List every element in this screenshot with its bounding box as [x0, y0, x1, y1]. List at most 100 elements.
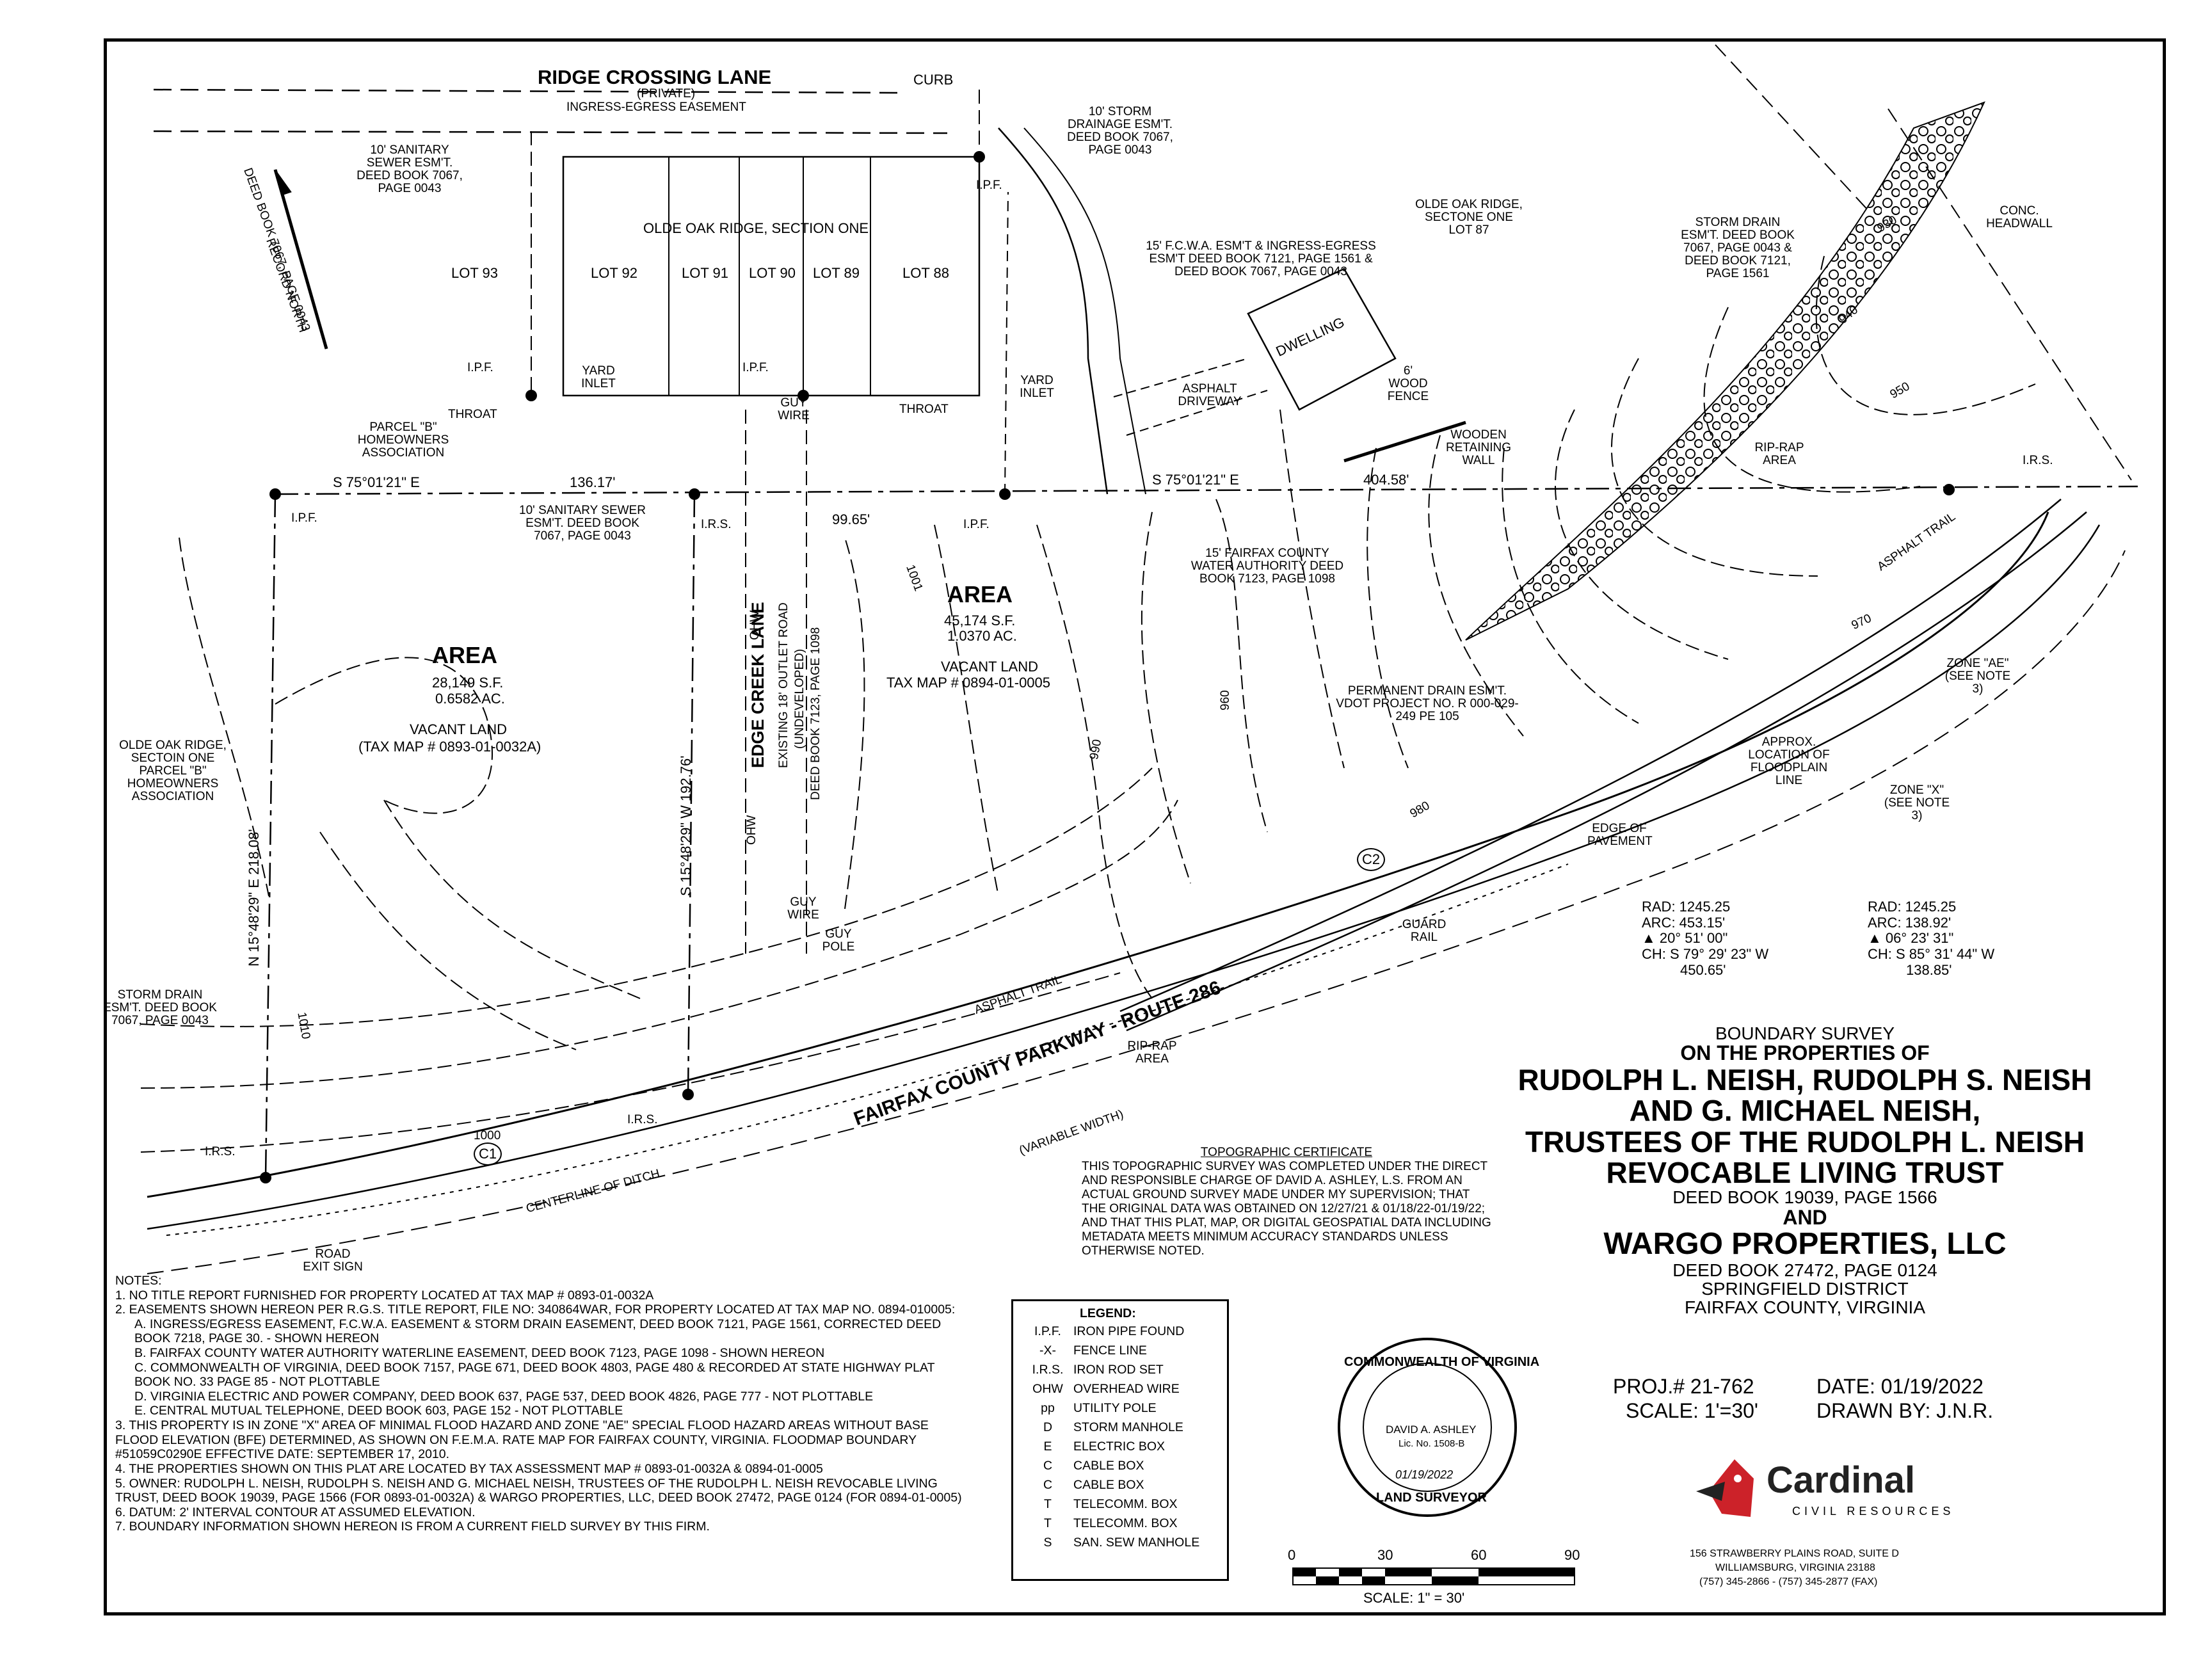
edge-pavement-label: EDGE OF PAVEMENT: [1587, 822, 1653, 848]
sewer-manhole-icon: S: [1043, 1535, 1052, 1550]
note-2a: A. INGRESS/EGRESS EASEMENT, F.C.W.A. EAS…: [134, 1317, 942, 1346]
legend-symbol: I.R.S.: [1032, 1362, 1064, 1377]
title-line10: DEED BOOK 27472, PAGE 0124: [1672, 1260, 1937, 1280]
sanitary-easement-mid: 10' SANITARY SEWER ESM'T. DEED BOOK 7067…: [519, 504, 646, 543]
survey-points: [260, 151, 1955, 1183]
area-west-tax: (TAX MAP # 0893-01-0032A): [358, 739, 541, 755]
note-2b: B. FAIRFAX COUNTY WATER AUTHORITY WATERL…: [134, 1346, 825, 1361]
guy-wire-label-2: GUY WIRE: [787, 895, 819, 922]
scale-label: SCALE: 1" = 30': [1363, 1590, 1465, 1606]
area-west-title: AREA: [432, 642, 498, 668]
note-4: 4. THE PROPERTIES SHOWN ON THIS PLAT ARE…: [115, 1461, 823, 1476]
legend-text: CABLE BOX: [1073, 1458, 1144, 1473]
title-line9: WARGO PROPERTIES, LLC: [1603, 1227, 2007, 1262]
curve-c2-delta: ▲ 06° 23' 31": [1868, 930, 1954, 947]
topo-cert-body: THIS TOPOGRAPHIC SURVEY WAS COMPLETED UN…: [1082, 1160, 1491, 1258]
notes-title: NOTES:: [115, 1274, 162, 1288]
company-name: Cardinal: [1767, 1459, 1916, 1501]
note-5: 5. OWNER: RUDOLPH L. NEISH, RUDOLPH S. N…: [115, 1476, 962, 1505]
guard-rail-label: GUARD RAIL: [1402, 918, 1447, 944]
curb-label: CURB: [913, 72, 954, 88]
title-line8: AND: [1783, 1205, 1827, 1229]
guy-wire-label-1: GUY WIRE: [778, 396, 810, 422]
title-line1: BOUNDARY SURVEY: [1715, 1023, 1895, 1043]
curve-c2-rad: RAD: 1245.25: [1868, 899, 1957, 915]
legend-text: SAN. SEW MANHOLE: [1073, 1535, 1200, 1550]
curve-c2-ch: CH: S 85° 31' 44" W: [1868, 945, 1995, 962]
bearing-north-west: S 75°01'21" E: [333, 474, 420, 490]
note-2d: D. VIRGINIA ELECTRIC AND POWER COMPANY, …: [134, 1389, 874, 1404]
telecomm-box-icon: T: [1044, 1516, 1052, 1530]
contour-label-960: 960: [1219, 690, 1232, 710]
subdivision-label: OLDE OAK RIDGE, SECTION ONE: [643, 220, 869, 236]
seal-top: COMMONWEALTH OF VIRGINIA: [1344, 1355, 1540, 1369]
project-scale: SCALE: 1'=30': [1626, 1399, 1759, 1422]
distance-3: 404.58': [1363, 472, 1409, 488]
edge-creek-deed-label: DEED BOOK 7123, PAGE 1098: [809, 627, 822, 800]
topographic-certificate: TOPOGRAPHIC CERTIFICATE THIS TOPOGRAPHIC…: [1082, 1146, 1491, 1258]
note-2c: C. COMMONWEALTH OF VIRGINIA, DEED BOOK 7…: [134, 1360, 935, 1390]
fcwa-easement: 15' F.C.W.A. ESM'T & INGRESS-EGRESS ESM'…: [1146, 239, 1376, 278]
curve-c2-table: RAD: 1245.25 ARC: 138.92' ▲ 06° 23' 31" …: [1868, 899, 1994, 978]
legend-title: LEGEND:: [1080, 1306, 1136, 1320]
title-line6: REVOCABLE LIVING TRUST: [1606, 1155, 2004, 1189]
legend-text: IRON ROD SET: [1073, 1362, 1164, 1377]
note-2e: E. CENTRAL MUTUAL TELEPHONE, DEED BOOK 6…: [134, 1404, 623, 1418]
ridge-easement-label: INGRESS-EGRESS EASEMENT: [566, 100, 746, 114]
lot-90: LOT 90: [749, 265, 796, 281]
bearing-west-line: N 15°48'29" E 218.08': [246, 829, 262, 966]
distance-1: 136.17': [570, 474, 616, 490]
curve-c1-table: RAD: 1245.25 ARC: 453.15' ▲ 20° 51' 00" …: [1642, 899, 1768, 978]
water-authority-easement: 15' FAIRFAX COUNTY WATER AUTHORITY DEED …: [1190, 547, 1344, 586]
title-line7: DEED BOOK 19039, PAGE 1566: [1672, 1187, 1937, 1208]
curve-c2-chlen: 138.85': [1906, 961, 1952, 978]
title-line5: TRUSTEES OF THE RUDOLPH L. NEISH: [1525, 1125, 2085, 1158]
area-east-desc: VACANT LAND: [941, 659, 1039, 675]
throat-label-2: THROAT: [899, 403, 949, 416]
cardinal-logo: [1696, 1453, 1760, 1527]
company-address-1: 156 STRAWBERRY PLAINS ROAD, SUITE D: [1690, 1548, 1899, 1559]
curve-c1-rad: RAD: 1245.25: [1642, 899, 1731, 915]
legend-row: T TELECOMM. BOX: [1022, 1514, 1218, 1533]
ridge-private-label: (PRIVATE): [637, 87, 696, 100]
sanitary-easement-top: 10' SANITARY SEWER ESM'T. DEED BOOK 7067…: [357, 143, 463, 195]
ridge-crossing-lane-label: RIDGE CROSSING LANE: [538, 66, 772, 88]
storm-manhole-icon: D: [1043, 1420, 1053, 1434]
lot-87-label: OLDE OAK RIDGE, SECTONE ONE LOT 87: [1415, 198, 1523, 237]
scale-tick-0: 0: [1288, 1547, 1296, 1563]
edge-creek-sub2-label: (UNDEVELOPED): [793, 648, 806, 749]
electric-box-icon: E: [1043, 1439, 1052, 1454]
title-line2: ON THE PROPERTIES OF: [1680, 1041, 1930, 1065]
note-2: 2. EASEMENTS SHOWN HEREON PER R.G.S. TIT…: [115, 1302, 956, 1317]
legend-text: STORM MANHOLE: [1073, 1420, 1183, 1434]
scale-tick-30: 30: [1377, 1547, 1393, 1563]
legend-text: TELECOMM. BOX: [1073, 1516, 1178, 1530]
title-line3: RUDOLPH L. NEISH, RUDOLPH S. NEISH: [1518, 1062, 2092, 1096]
legend-text: CABLE BOX: [1073, 1477, 1144, 1492]
ipf-label-5: I.P.F.: [963, 518, 990, 531]
drawing-frame: [104, 38, 2166, 1615]
legend-text: UTILITY POLE: [1073, 1400, 1157, 1415]
bearing-mid-line: S 15°48'29" W 192.76': [678, 755, 694, 896]
riprap-label-1: RIP-RAP AREA: [1754, 441, 1804, 467]
title-line4: AND G. MICHAEL NEISH,: [1629, 1094, 1981, 1128]
title-block: BOUNDARY SURVEY ON THE PROPERTIES OF RUD…: [1472, 1024, 2138, 1317]
note-6: 6. DATUM: 2' INTERVAL CONTOUR AT ASSUMED…: [115, 1505, 476, 1519]
legend-row: I.R.S. IRON ROD SET: [1022, 1360, 1218, 1379]
storm-easement-left: STORM DRAIN ESM'T. DEED BOOK 7067, PAGE …: [103, 988, 217, 1027]
company-sub: CIVIL RESOURCES: [1792, 1505, 1955, 1518]
seal-bottom: LAND SURVEYOR: [1376, 1491, 1487, 1505]
note-3: 3. THIS PROPERTY IS IN ZONE "X" AREA OF …: [115, 1418, 929, 1462]
utility-pole-icon: pp: [1041, 1400, 1055, 1415]
lot-92: LOT 92: [591, 265, 637, 281]
company-address-2: WILLIAMSBURG, VIRGINIA 23188: [1715, 1562, 1875, 1573]
legend-row: I.P.F.IRON PIPE FOUND: [1022, 1322, 1218, 1341]
area-west-sf: 28,149 S.F.: [432, 675, 504, 691]
bearing-north-east: S 75°01'21" E: [1152, 472, 1239, 488]
area-west-desc: VACANT LAND: [410, 721, 508, 737]
legend-row: -X-FENCE LINE: [1022, 1341, 1218, 1360]
yard-inlet-label-2: YARD INLET: [1020, 374, 1054, 400]
legend-symbol: -X-: [1039, 1343, 1056, 1358]
area-east-sf: 45,174 S.F.: [944, 613, 1016, 629]
